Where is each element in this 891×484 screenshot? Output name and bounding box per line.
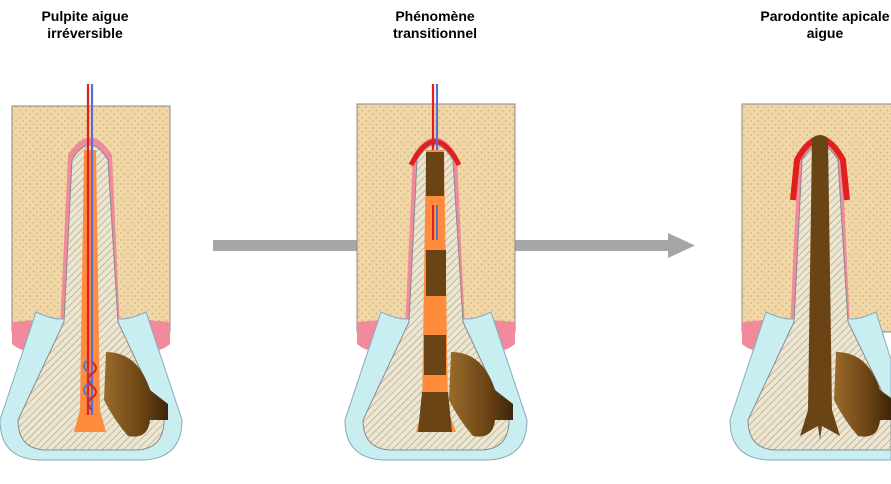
tooth-1 [0,84,182,460]
necrotic-segment [426,152,444,196]
necrotic-segment [418,392,452,432]
necrotic-segment [424,335,446,375]
tooth-3 [730,104,891,460]
necrotic-segment [426,250,446,296]
tooth-2 [345,84,527,460]
